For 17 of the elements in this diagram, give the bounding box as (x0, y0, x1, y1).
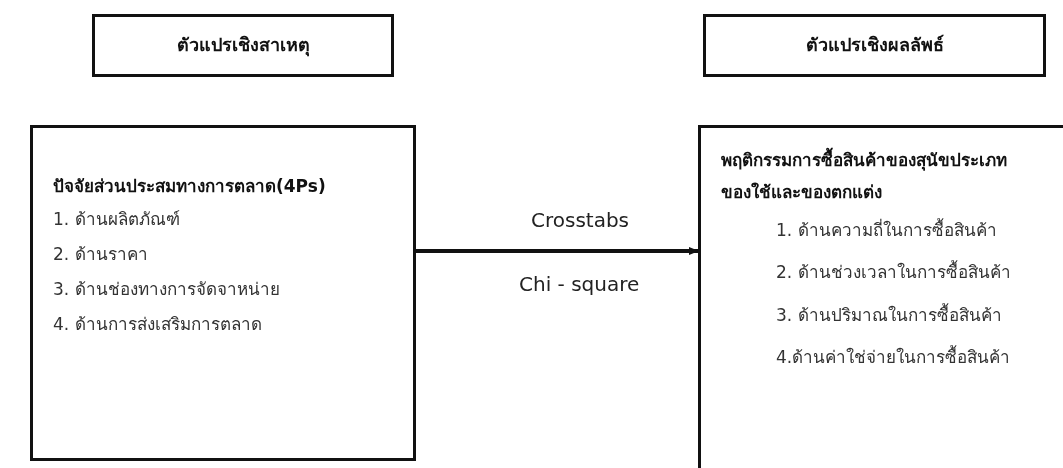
arrow (416, 247, 699, 255)
variable-box (698, 125, 1063, 468)
box-heading: ตัวแปรเชิงผลลัพธ์ (805, 33, 944, 58)
heading-box (703, 14, 1046, 77)
list-item: 2. ด้านช่วงเวลาในการซื้อสินค้า (775, 259, 1012, 285)
box-heading: ปัจจัยส่วนประสมทางการตลาด(4Ps) (53, 175, 327, 198)
list-item: 3. ด้านปริมาณในการซื้อสินค้า (775, 302, 1003, 327)
list-item: 1. ด้านผลิตภัณฑ์ (53, 208, 181, 232)
variable-box (30, 125, 416, 461)
box-heading: พฤติกรรมการซื้อสินค้าของสุนัขประเภทของใช้และของตกแต่ง (721, 144, 1041, 209)
heading-box (92, 14, 394, 77)
list-item: 3. ด้านช่องทางการจัดจาหน่าย (53, 278, 281, 301)
list-item: 4. ด้านการส่งเสริมการตลาด (53, 312, 263, 336)
box-heading: ตัวแปรเชิงสาเหตุ (176, 33, 310, 59)
list-item: 4.ด้านค่าใช่จ่ายในการซื้อสินค้า (775, 344, 1012, 370)
list-item: 1. ด้านความถี่ในการซื้อสินค้า (775, 217, 998, 242)
list-item: 2. ด้านราคา (53, 243, 149, 267)
